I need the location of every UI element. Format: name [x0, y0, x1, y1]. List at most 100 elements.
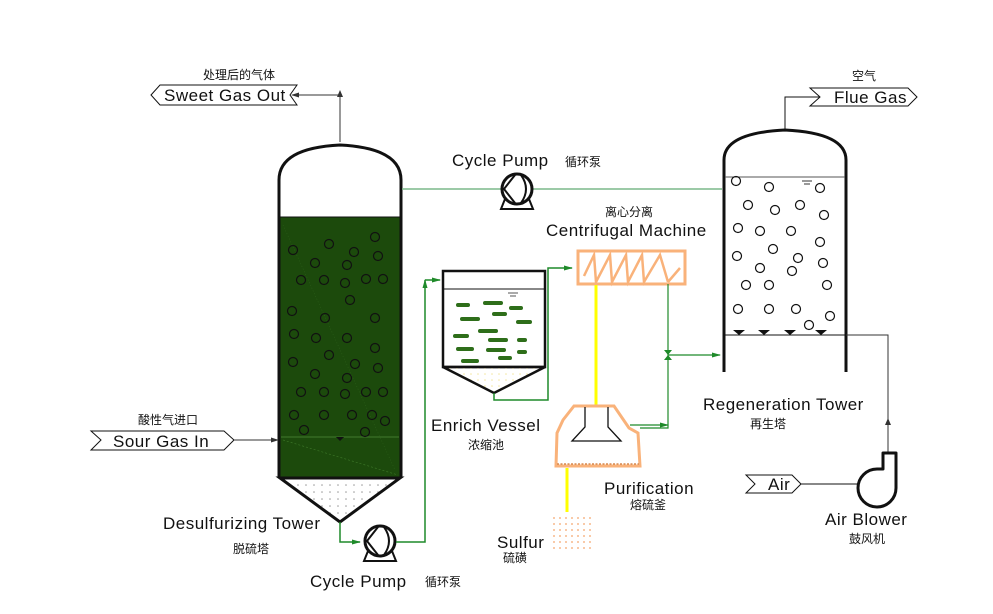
- air-blower-label-zh: 鼓风机: [849, 532, 885, 546]
- bubble: [319, 312, 331, 324]
- bubble: [346, 409, 358, 421]
- bubble: [379, 415, 391, 427]
- bubble: [821, 279, 833, 291]
- cycle-pump-top-label: Cycle Pump: [452, 151, 549, 170]
- bubble: [818, 209, 830, 221]
- bubble: [359, 426, 371, 438]
- bubble: [372, 362, 384, 374]
- bubble: [786, 265, 798, 277]
- centrifugal-machine: [576, 249, 687, 287]
- bubble: [372, 250, 384, 262]
- bubble: [732, 222, 744, 234]
- regeneration-tower-label: Regeneration Tower: [703, 395, 864, 414]
- level-marker-icon: [336, 437, 344, 441]
- enrich-vessel-label-zh: 浓缩池: [468, 437, 504, 452]
- purification-label-zh: 熔硫釜: [630, 497, 666, 512]
- bubble: [763, 303, 775, 315]
- sweet-gas-pipe: [291, 92, 341, 142]
- enrich-vessel-label: Enrich Vessel: [431, 416, 541, 435]
- bubble: [318, 409, 330, 421]
- desulfurizing-tower-label-zh: 脱硫塔: [233, 541, 269, 556]
- bubble: [824, 310, 836, 322]
- sweet-gas-out-tag: [150, 84, 298, 106]
- regeneration-tower: [722, 128, 848, 372]
- desulfurizing-tower-dome: [277, 143, 403, 181]
- bubble: [339, 277, 351, 289]
- sulfur-product: [553, 516, 591, 550]
- sweet-gas-out-terminal: Sweet Gas Out 处理后的气体: [150, 67, 343, 142]
- sour-gas-in-terminal: Sour Gas In 酸性气进口: [89, 412, 279, 451]
- bubble: [377, 386, 389, 398]
- bubble: [817, 257, 829, 269]
- bubble: [360, 273, 372, 285]
- cycle-pump-bottom: [362, 524, 398, 562]
- bubble: [763, 181, 775, 193]
- bubble: [318, 386, 330, 398]
- desulfurizing-tower-bubbles: [286, 231, 391, 438]
- enrich-vessel-outlet-pipe: [493, 265, 573, 401]
- rich-solution-pipe-a: [339, 522, 361, 545]
- bubble: [310, 332, 322, 344]
- regeneration-tower-label-zh: 再生塔: [750, 417, 786, 431]
- bubble: [366, 409, 378, 421]
- bubble: [286, 305, 298, 317]
- flue-gas-label: Flue Gas: [834, 88, 907, 107]
- bubble: [369, 231, 381, 243]
- bubble: [344, 294, 356, 306]
- flue-gas-terminal: Flue Gas 空气: [784, 68, 918, 130]
- bubble: [339, 388, 351, 400]
- bubble: [369, 312, 381, 324]
- bubble: [288, 328, 300, 340]
- bubble: [341, 332, 353, 344]
- bubble: [792, 252, 804, 264]
- desulfurizing-tower-cone: [275, 476, 405, 524]
- flue-gas-label-zh: 空气: [852, 68, 876, 83]
- bubble: [814, 236, 826, 248]
- bubble: [731, 250, 743, 262]
- air-diffusers: [733, 330, 827, 335]
- arrow-up-icon: [337, 90, 343, 97]
- bubble: [369, 342, 381, 354]
- bubble: [341, 372, 353, 384]
- bubble: [790, 303, 802, 315]
- bubble: [803, 319, 815, 331]
- cycle-pump-top: [499, 172, 535, 210]
- flue-gas-pipe: [784, 96, 820, 130]
- bubble: [769, 204, 781, 216]
- bubble: [785, 225, 797, 237]
- bubble: [742, 199, 754, 211]
- bubble: [309, 368, 321, 380]
- regeneration-tower-bubbles: [730, 175, 836, 331]
- sulfur-label-zh: 硫磺: [503, 550, 527, 565]
- air-blower: [856, 451, 898, 509]
- bubble: [732, 303, 744, 315]
- sour-gas-in-label-zh: 酸性气进口: [138, 412, 198, 427]
- bubble: [730, 175, 742, 187]
- cycle-pump-top-label-zh: 循环泵: [565, 155, 601, 169]
- bubble: [794, 199, 806, 211]
- purification-label: Purification: [604, 479, 694, 498]
- sour-gas-in-label: Sour Gas In: [113, 432, 209, 451]
- bubble: [754, 262, 766, 274]
- bubble: [295, 274, 307, 286]
- bubble: [287, 244, 299, 256]
- bubble: [323, 238, 335, 250]
- bubble: [298, 424, 310, 436]
- sweet-gas-out-label-zh: 处理后的气体: [203, 67, 275, 82]
- bubble: [348, 246, 360, 258]
- desulfurizing-tower-label: Desulfurizing Tower: [163, 514, 321, 533]
- bubble: [323, 349, 335, 361]
- sulfur-label: Sulfur: [497, 533, 544, 552]
- bubble: [288, 409, 300, 421]
- centrifugal-machine-label-zh: 离心分离: [605, 204, 653, 219]
- air-label: Air: [768, 475, 790, 494]
- air-supply-pipe: [846, 334, 889, 453]
- cycle-pump-bottom-label-zh: 循环泵: [425, 575, 461, 589]
- bubble: [309, 257, 321, 269]
- bubble: [287, 356, 299, 368]
- arrow-up-icon: [885, 418, 891, 425]
- bubble: [767, 243, 779, 255]
- purification-kettle: [554, 404, 642, 468]
- air-tag: [744, 474, 802, 494]
